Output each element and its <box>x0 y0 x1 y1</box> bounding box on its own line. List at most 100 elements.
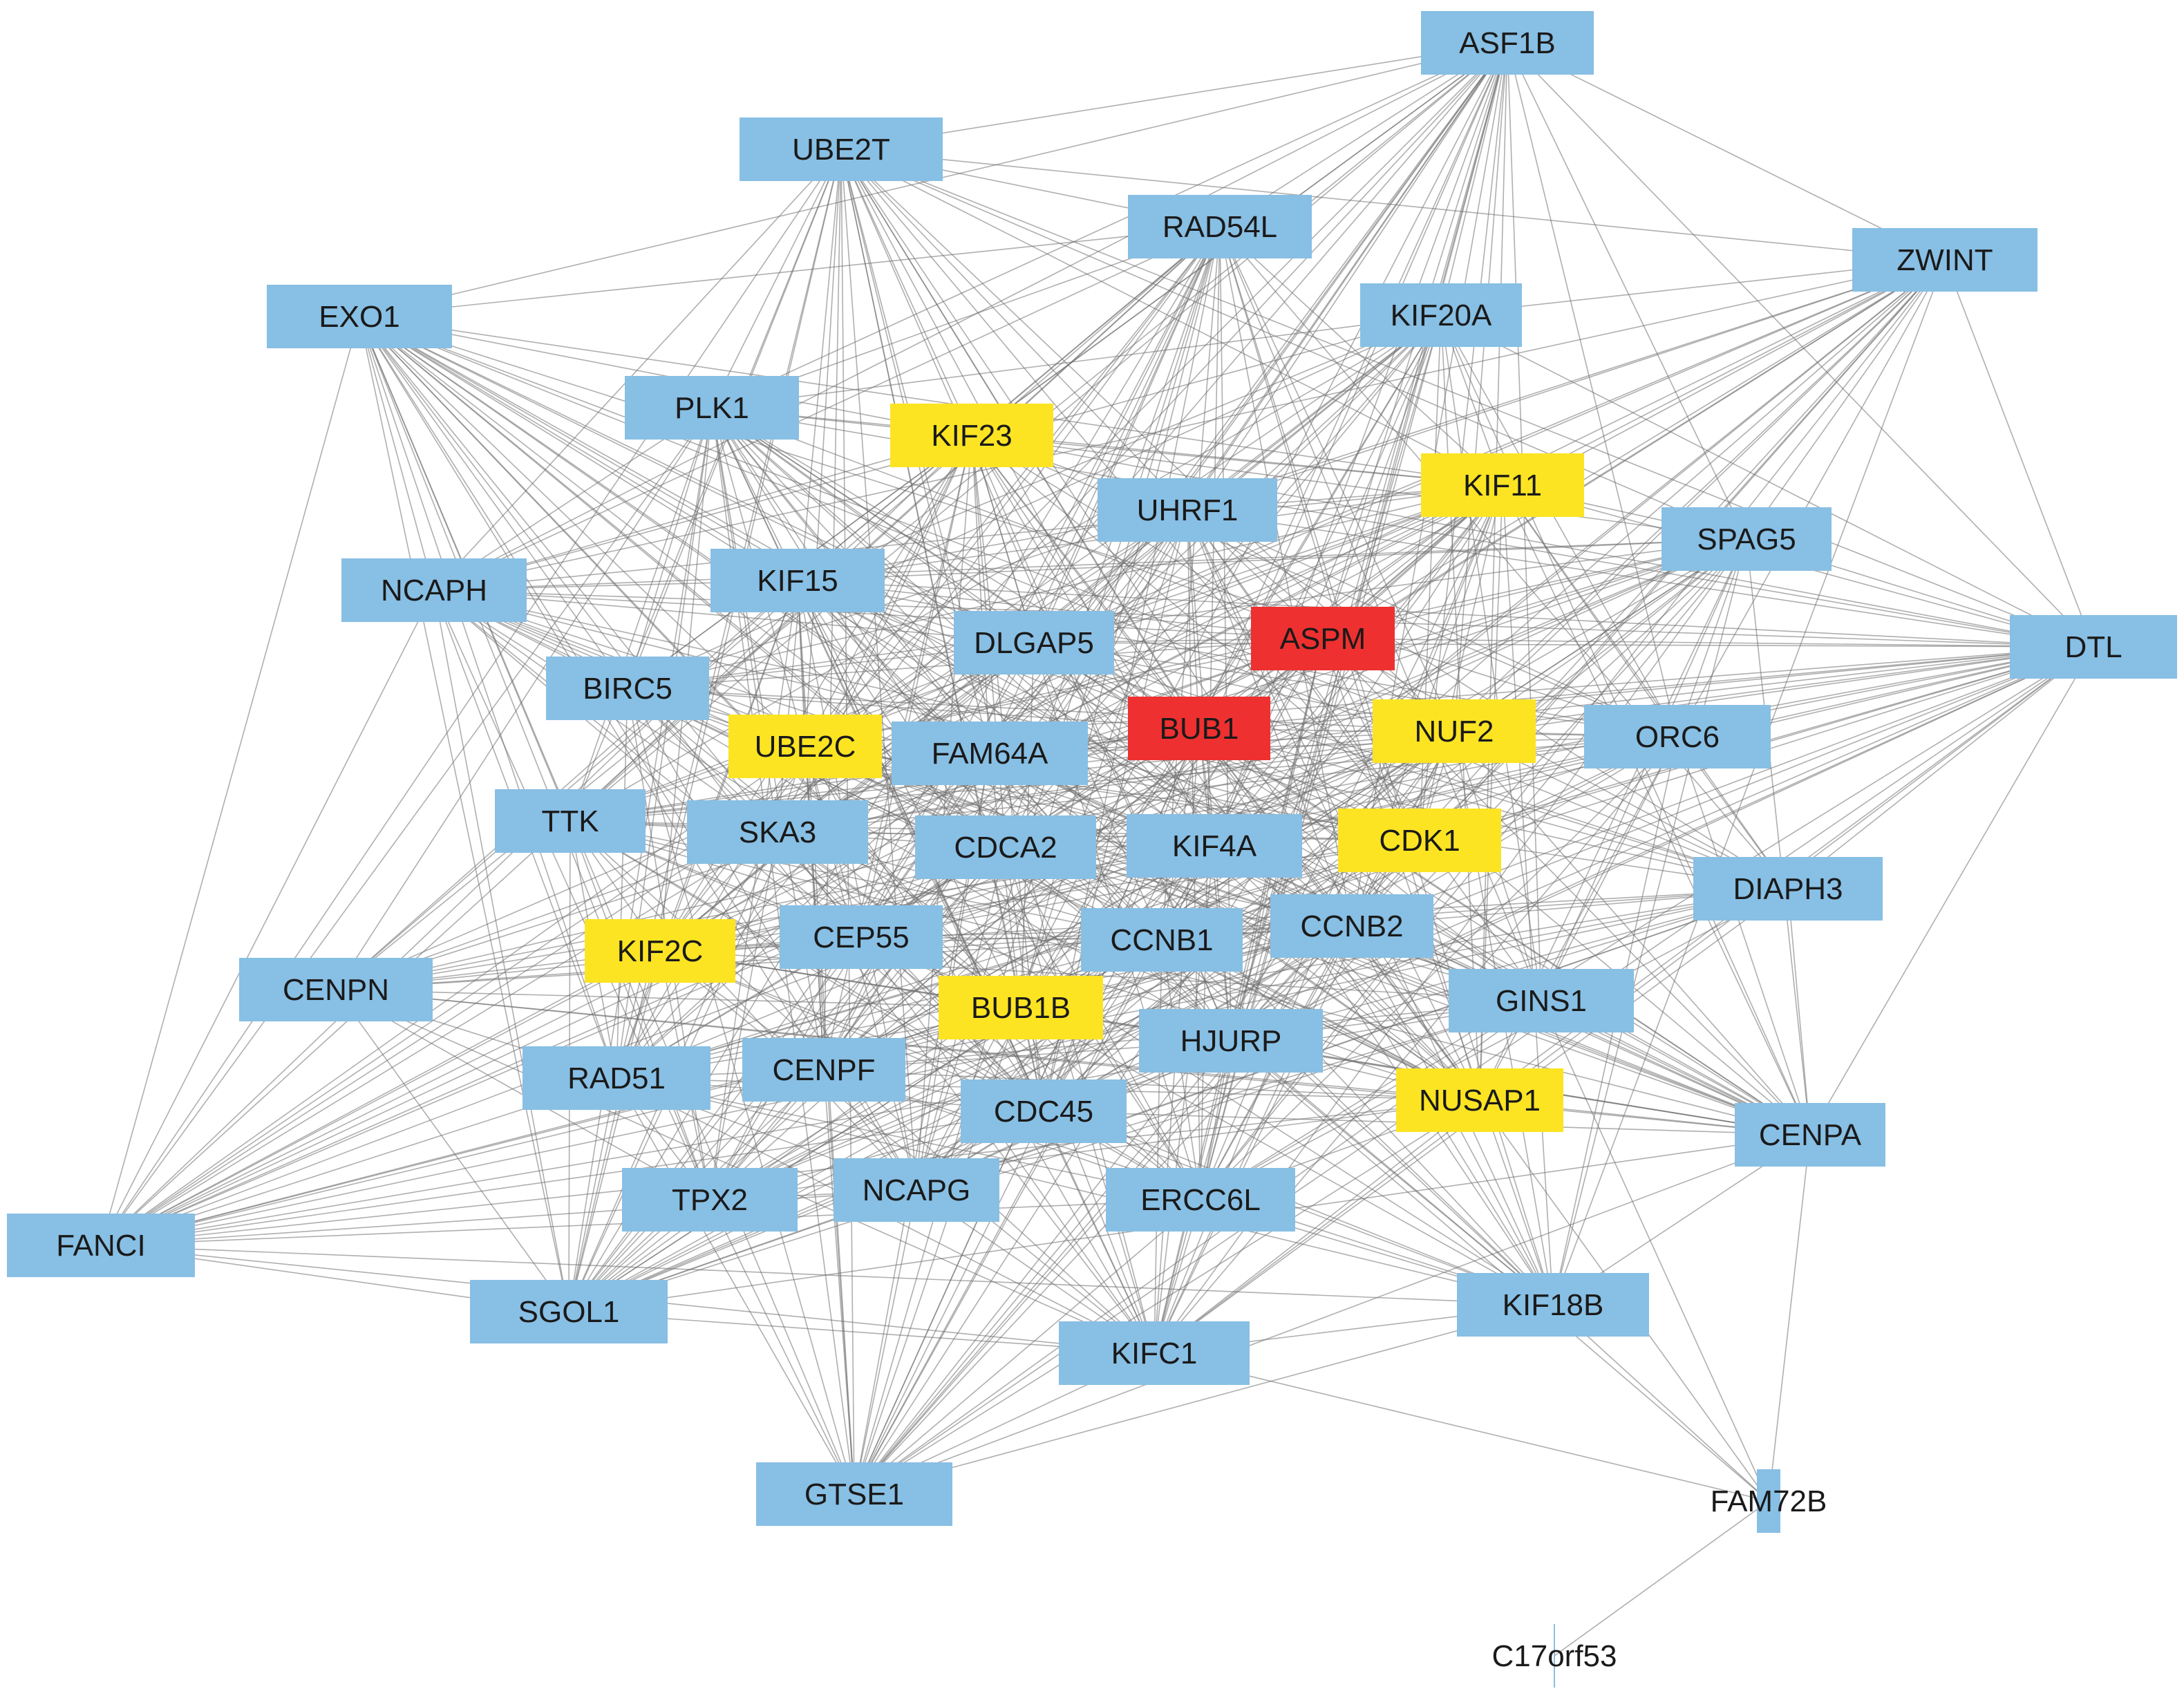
gene-node-ttk[interactable]: TTK <box>495 789 646 853</box>
gene-node-cdc45[interactable]: CDC45 <box>961 1079 1127 1143</box>
interaction-edge <box>971 435 1678 737</box>
gene-node-kifc1[interactable]: KIFC1 <box>1059 1321 1250 1385</box>
gene-node-uhrf1[interactable]: UHRF1 <box>1098 478 1277 542</box>
gene-node-label: FAM72B <box>1711 1484 1827 1518</box>
gene-node-dlgap5[interactable]: DLGAP5 <box>954 611 1114 675</box>
gene-node-hjurp[interactable]: HJURP <box>1139 1009 1323 1073</box>
gene-node-birc5[interactable]: BIRC5 <box>546 657 709 720</box>
interaction-edge <box>1043 730 1455 1112</box>
gene-node-ercc6l[interactable]: ERCC6L <box>1106 1168 1295 1232</box>
interaction-edge <box>1005 847 1811 1135</box>
gene-node-nuf2[interactable]: NUF2 <box>1373 699 1536 763</box>
gene-node-rad54l[interactable]: RAD54L <box>1128 195 1312 258</box>
interaction-edge <box>804 746 855 1495</box>
interaction-edge <box>1507 42 1678 737</box>
interaction-edge <box>1005 509 1188 848</box>
gene-node-box <box>1373 699 1536 763</box>
gene-node-ccnb1[interactable]: CCNB1 <box>1081 908 1243 972</box>
gene-node-cdk1[interactable]: CDK1 <box>1338 809 1501 872</box>
gene-node-cdca2[interactable]: CDCA2 <box>915 815 1096 879</box>
interaction-edge <box>359 316 1789 889</box>
interaction-edge <box>971 435 1455 732</box>
interaction-edge <box>1453 730 1811 1135</box>
gene-node-kif11[interactable]: KIF11 <box>1421 453 1584 517</box>
gene-node-bub1b[interactable]: BUB1B <box>939 976 1103 1039</box>
interaction-edge <box>804 638 1324 747</box>
gene-node-box <box>1270 894 1433 958</box>
gene-node-box <box>728 715 882 778</box>
interaction-edge <box>1187 509 1200 729</box>
interaction-edge <box>804 226 1221 747</box>
gene-node-box <box>1338 809 1501 872</box>
gene-node-nusap1[interactable]: NUSAP1 <box>1396 1068 1563 1132</box>
gene-node-fam72b[interactable]: FAM72B <box>1711 1469 1827 1533</box>
gene-node-label: GINS1 <box>1496 984 1587 1018</box>
gene-node-label: KIF20A <box>1391 299 1492 332</box>
gene-node-sgol1[interactable]: SGOL1 <box>470 1280 668 1343</box>
interaction-edge <box>854 1304 1554 1495</box>
gene-node-ccnb2[interactable]: CCNB2 <box>1270 894 1433 958</box>
interaction-edge <box>569 407 713 822</box>
interaction-edge <box>1033 642 2094 648</box>
gene-node-fam64a[interactable]: FAM64A <box>892 721 1088 785</box>
gene-node-orc6[interactable]: ORC6 <box>1584 705 1771 768</box>
gene-node-plk1[interactable]: PLK1 <box>625 376 799 440</box>
gene-node-label: SGOL1 <box>518 1295 620 1329</box>
gene-node-ube2t[interactable]: UBE2T <box>740 117 943 181</box>
gene-node-exo1[interactable]: EXO1 <box>267 285 452 348</box>
interaction-edge <box>1479 736 1678 1101</box>
interaction-edge <box>659 845 1215 952</box>
gene-node-box <box>1421 453 1584 517</box>
gene-node-box <box>1852 228 2037 292</box>
interaction-edge <box>359 316 990 754</box>
gene-node-ube2c[interactable]: UBE2C <box>728 715 882 778</box>
gene-node-ncapg[interactable]: NCAPG <box>834 1158 999 1222</box>
gene-node-spag5[interactable]: SPAG5 <box>1661 507 1832 571</box>
interaction-edge <box>433 226 1221 591</box>
gene-node-label: DIAPH3 <box>1733 872 1843 906</box>
interaction-edge <box>1507 42 1747 540</box>
gene-node-ncaph[interactable]: NCAPH <box>341 558 527 622</box>
gene-node-fanci[interactable]: FANCI <box>7 1214 195 1277</box>
gene-node-zwint[interactable]: ZWINT <box>1852 228 2037 292</box>
gene-node-box <box>585 919 735 983</box>
gene-node-label: TTK <box>541 804 599 838</box>
gene-node-label: ORC6 <box>1635 720 1720 754</box>
interaction-edge <box>569 820 1162 941</box>
gene-node-tpx2[interactable]: TPX2 <box>622 1168 798 1232</box>
gene-node-rad51[interactable]: RAD51 <box>523 1046 710 1110</box>
gene-node-kif2c[interactable]: KIF2C <box>585 919 735 983</box>
interaction-edge <box>659 950 1155 1354</box>
gene-node-aspm[interactable]: ASPM <box>1251 607 1395 670</box>
gene-node-cenpn[interactable]: CENPN <box>239 958 433 1021</box>
gene-node-box <box>687 800 868 864</box>
interaction-edge <box>433 589 1035 643</box>
gene-node-cenpa[interactable]: CENPA <box>1735 1103 1885 1167</box>
gene-node-asf1b[interactable]: ASF1B <box>1421 11 1594 75</box>
interaction-edge <box>971 435 990 754</box>
interaction-edge <box>359 316 855 1495</box>
interaction-edge <box>1230 646 2094 1041</box>
gene-node-label: CCNB2 <box>1300 909 1403 943</box>
gene-node-ska3[interactable]: SKA3 <box>687 800 868 864</box>
gene-node-dtl[interactable]: DTL <box>2010 615 2177 679</box>
gene-node-kif18b[interactable]: KIF18B <box>1457 1273 1649 1337</box>
interaction-edge <box>335 407 713 990</box>
gene-node-box <box>546 657 709 720</box>
gene-node-diaph3[interactable]: DIAPH3 <box>1693 857 1883 921</box>
gene-node-gtse1[interactable]: GTSE1 <box>756 1462 952 1526</box>
interaction-edge <box>1154 1352 1769 1502</box>
gene-node-bub1[interactable]: BUB1 <box>1128 697 1270 760</box>
gene-node-cep55[interactable]: CEP55 <box>780 905 943 969</box>
gene-node-kif15[interactable]: KIF15 <box>710 549 885 612</box>
gene-node-gins1[interactable]: GINS1 <box>1449 969 1634 1032</box>
gene-node-kif4a[interactable]: KIF4A <box>1127 814 1302 878</box>
gene-node-kif23[interactable]: KIF23 <box>890 404 1053 467</box>
interaction-edge <box>1033 259 1946 643</box>
interaction-edge <box>569 435 972 822</box>
gene-node-label: NUF2 <box>1415 715 1494 748</box>
gene-node-c17orf53[interactable]: C17orf53 <box>1491 1624 1617 1688</box>
gene-node-cenpf[interactable]: CENPF <box>742 1038 905 1102</box>
gene-node-kif20a[interactable]: KIF20A <box>1360 283 1522 347</box>
interaction-edge <box>1230 1040 1769 1502</box>
